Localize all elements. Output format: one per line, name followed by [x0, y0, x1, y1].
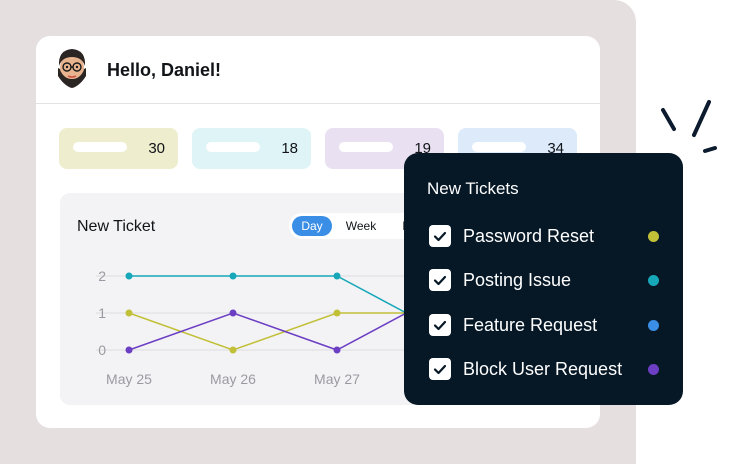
x-tick-label: May 27 — [314, 371, 360, 387]
stat-value: 30 — [148, 140, 165, 157]
checkbox[interactable] — [429, 269, 451, 291]
check-icon — [433, 364, 447, 375]
ticket-filter-label: Block User Request — [463, 359, 623, 379]
stat-card[interactable]: 30 — [59, 128, 178, 169]
ticket-filter-item[interactable]: Password Reset — [429, 224, 669, 248]
tab-day[interactable]: Day — [292, 216, 332, 236]
x-tick-label: May 25 — [106, 371, 152, 387]
stat-card[interactable]: 18 — [192, 128, 311, 169]
series-color-dot — [648, 320, 659, 331]
data-point — [229, 346, 237, 354]
check-icon — [433, 275, 447, 286]
series-line — [128, 293, 442, 351]
y-tick-label: 0 — [98, 342, 106, 358]
stat-label-placeholder — [73, 142, 127, 152]
checkbox[interactable] — [429, 314, 451, 336]
data-point — [125, 272, 133, 280]
series-line — [129, 275, 442, 333]
check-icon — [433, 320, 447, 331]
stat-label-placeholder — [472, 142, 526, 152]
checkbox[interactable] — [429, 358, 451, 380]
data-point — [229, 272, 237, 280]
ticket-filter-item[interactable]: Feature Request — [429, 313, 669, 337]
y-tick-label: 1 — [98, 305, 106, 321]
popup-title: New Tickets — [427, 179, 519, 198]
ticket-filter-label: Feature Request — [463, 315, 598, 335]
y-tick-label: 2 — [98, 268, 106, 284]
sparkle-icon — [661, 100, 717, 153]
x-tick-label: May 26 — [210, 371, 256, 387]
data-point — [229, 309, 237, 317]
ticket-filter-label: Posting Issue — [463, 270, 572, 290]
checkbox[interactable] — [429, 225, 451, 247]
series-color-dot — [648, 231, 659, 242]
stat-value: 18 — [281, 140, 298, 157]
series-color-dot — [648, 364, 659, 375]
greeting: Hello, Daniel! — [107, 60, 222, 80]
ticket-filter-item[interactable]: Block User Request — [429, 357, 669, 381]
ticket-filter-item[interactable]: Posting Issue — [429, 268, 669, 292]
data-point — [333, 346, 341, 354]
stat-value: 34 — [547, 140, 564, 157]
card-header: Hello, Daniel! — [36, 36, 600, 104]
series-color-dot — [648, 275, 659, 286]
data-point — [125, 346, 133, 354]
data-point — [333, 272, 341, 280]
data-point — [125, 309, 133, 317]
tab-week[interactable]: Week — [345, 219, 377, 233]
avatar[interactable] — [52, 46, 92, 94]
data-point — [333, 309, 341, 317]
chart-title: New Ticket — [77, 218, 156, 235]
ticket-filter-label: Password Reset — [463, 226, 595, 246]
new-tickets-popup: New Tickets Password Reset Posting Issue… — [404, 153, 683, 405]
stat-label-placeholder — [339, 142, 393, 152]
stat-value: 19 — [414, 140, 431, 157]
check-icon — [433, 231, 447, 242]
stat-label-placeholder — [206, 142, 260, 152]
